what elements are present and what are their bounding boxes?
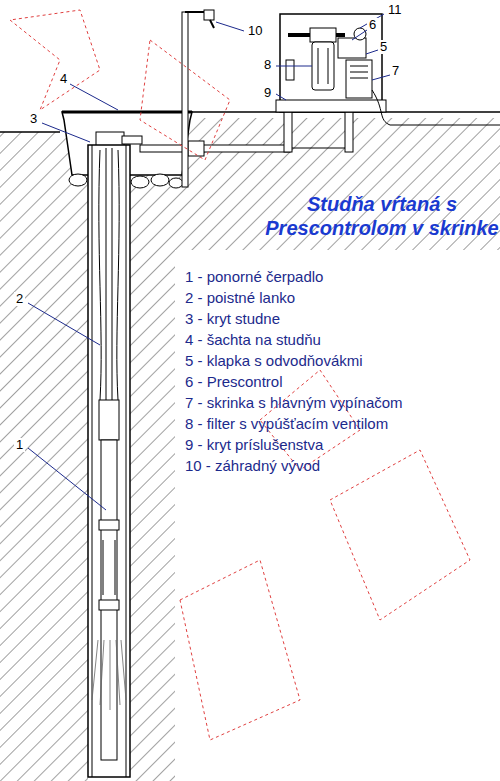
legend-item: 6 - Prescontrol [185,373,283,391]
legend-item: 9 - kryt príslušenstva [185,436,323,454]
callout-number: 4 [58,72,69,86]
callout-number: 1 [14,438,25,452]
legend-item: 3 - kryt studne [185,310,280,328]
legend-item: 8 - filter s vypúšťacím ventilom [185,415,388,433]
legend-item: 4 - šachta na studňu [185,331,321,349]
callout-number: 10 [246,24,264,38]
legend-item: 5 - klapka s odvodňovákmi [185,352,363,370]
legend-item: 2 - poistné lanko [185,289,295,307]
callout-number: 11 [386,3,404,17]
callout-number: 7 [390,64,401,78]
legend-item: 10 - záhradný vývod [185,457,320,475]
callout-number: 5 [378,40,389,54]
legend-item: 1 - ponorné čerpadlo [185,268,323,286]
legend-item: 7 - skrinka s hlavným vypínačom [185,394,403,412]
callout-number: 8 [262,58,273,72]
title: Studňa vŕtaná s Prescontrolom v skrinke [262,192,500,240]
callout-number: 9 [262,86,273,100]
callout-number: 2 [14,292,25,306]
callout-number: 6 [367,18,378,32]
callout-number: 3 [28,112,39,126]
